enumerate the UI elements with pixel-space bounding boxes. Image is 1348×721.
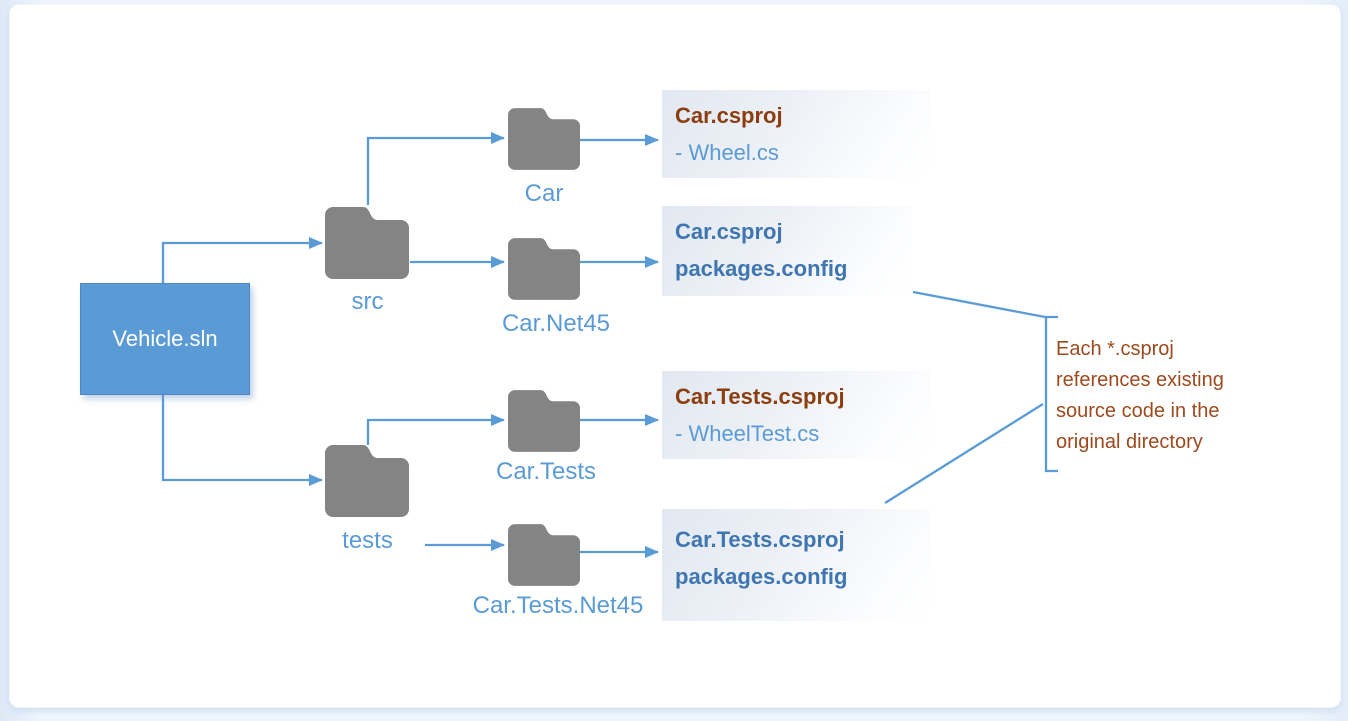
annotation-csproj-note: Each *.csproj references existing source… (1056, 334, 1286, 458)
folder-label-car: Car (524, 180, 564, 207)
folder-label-car-net45: Car.Net45 (501, 310, 611, 337)
connector-sln-to-tests (161, 393, 323, 486)
folder-icon (508, 524, 580, 586)
annotation-line: references existing (1056, 369, 1224, 391)
folder-label-tests: tests (342, 527, 393, 554)
folder-label-car-tests: Car.Tests (495, 458, 597, 485)
folder-icon (325, 445, 409, 517)
folder-icon (508, 108, 580, 170)
file-name: - WheelTest.cs (675, 421, 820, 446)
annotation-line: source code in the (1056, 400, 1220, 422)
file-name: Car.csproj (675, 103, 783, 128)
folder-icon (508, 390, 580, 452)
annotation-line: original directory (1056, 431, 1203, 453)
file-name: Car.Tests.csproj (675, 527, 845, 552)
file-box-car: Car.csproj - Wheel.cs (662, 90, 930, 178)
folder-label-car-tests-net45: Car.Tests.Net45 (472, 592, 644, 619)
connector-src-to-car (366, 132, 505, 205)
file-name: Car.Tests.csproj (675, 384, 845, 409)
file-box-car-tests-net45: Car.Tests.csproj packages.config (662, 509, 930, 621)
vehicle-sln-label: Vehicle.sln (112, 326, 218, 351)
callout-bracket (1044, 315, 1058, 473)
callout-line-upper (912, 290, 1046, 319)
node-vehicle-sln: Vehicle.sln (80, 283, 250, 395)
file-name: - Wheel.cs (675, 140, 779, 165)
file-name: packages.config (675, 256, 848, 281)
annotation-line: Each *.csproj (1056, 338, 1174, 360)
connector-tests-to-car-tests (366, 414, 505, 445)
folder-icon (325, 207, 409, 279)
connector-sln-to-src (161, 237, 323, 283)
file-box-car-net45: Car.csproj packages.config (662, 206, 912, 296)
folder-icon (508, 238, 580, 300)
file-name: Car.csproj (675, 219, 783, 244)
file-box-car-tests: Car.Tests.csproj - WheelTest.cs (662, 371, 930, 459)
file-name: packages.config (675, 564, 848, 589)
callout-line-lower (884, 403, 1044, 504)
folder-label-src: src (351, 288, 384, 315)
